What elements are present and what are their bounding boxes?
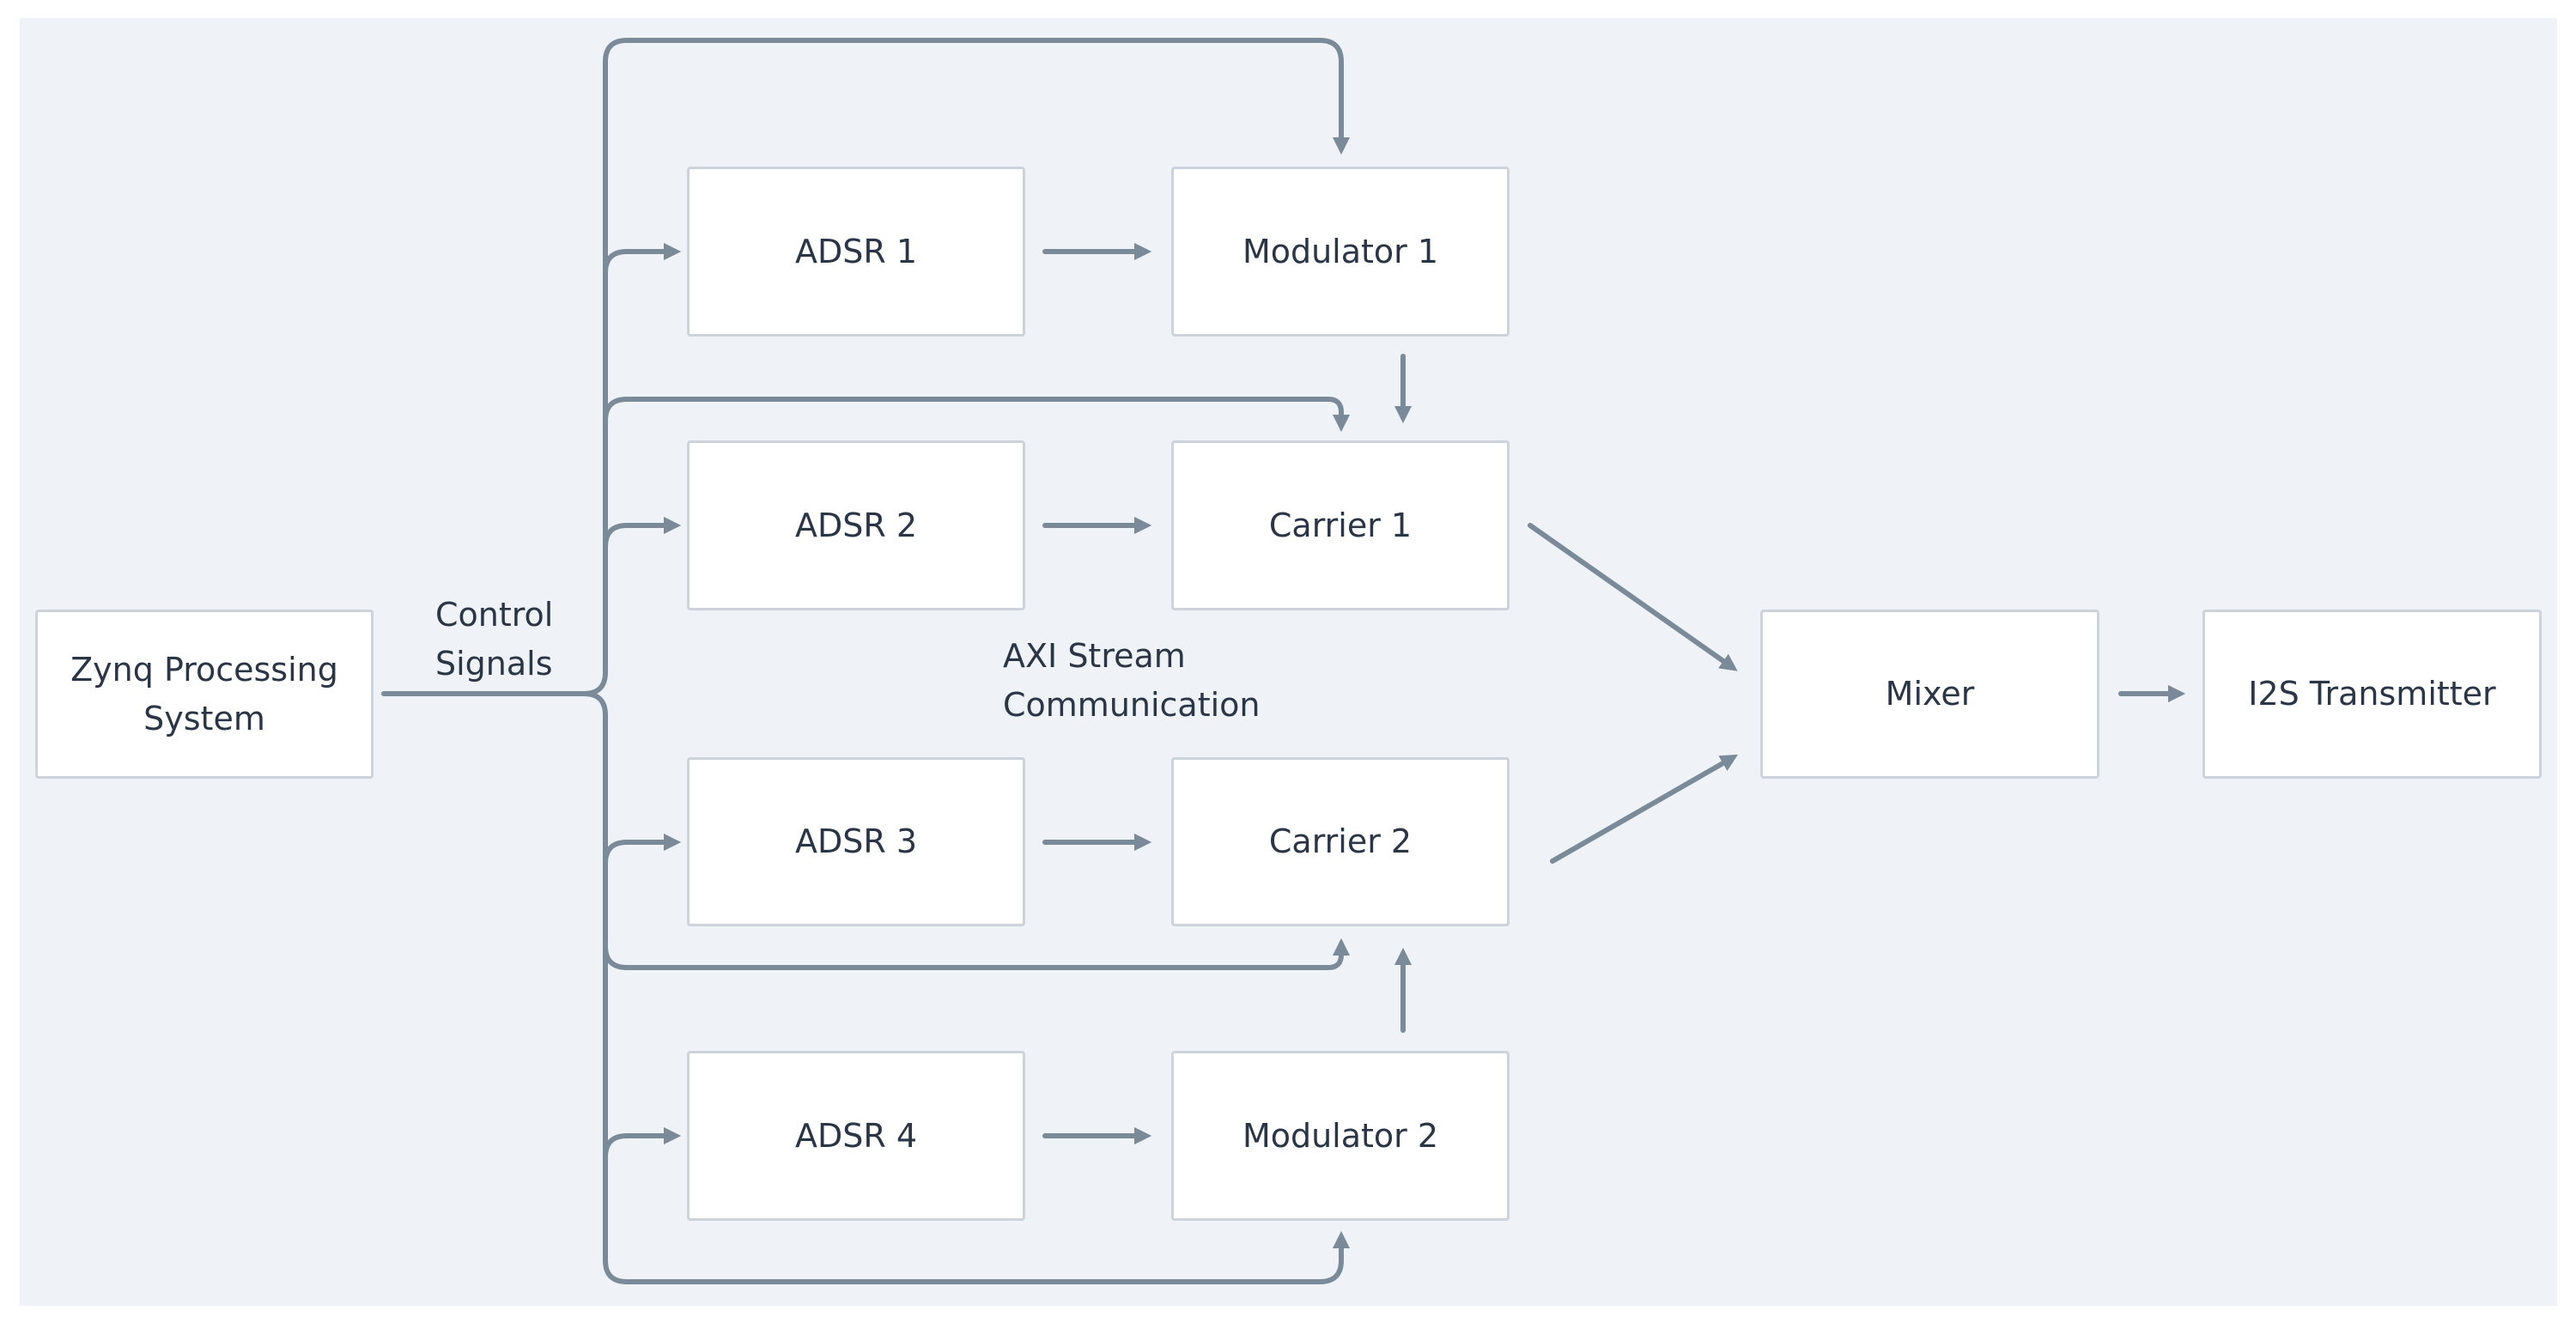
mixer-label: Mixer (1885, 675, 1975, 713)
adsr-2-label: ADSR 2 (794, 506, 918, 544)
mixer-node: Mixer (1760, 610, 2099, 779)
wire-bus-to-modulator-2 (624, 1230, 1351, 1284)
wire-control-bus (581, 38, 629, 696)
adsr-3-label: ADSR 3 (794, 822, 918, 860)
zynq-label-line-1: Zynq Processing (70, 650, 338, 689)
adsr-1-node: ADSR 1 (687, 167, 1025, 337)
zynq-label-line-2: System (143, 699, 265, 737)
modulator-1-node: Modulator 1 (1171, 167, 1510, 337)
carrier-1-node: Carrier 1 (1171, 440, 1510, 610)
wire-bus-to-carrier-1 (603, 397, 1351, 433)
adsr-2-node: ADSR 2 (687, 440, 1025, 610)
wire-bus-to-adsr-3 (603, 833, 682, 866)
carrier-1-label: Carrier 1 (1268, 506, 1413, 544)
modulator-2-node: Modulator 2 (1171, 1051, 1510, 1221)
wire-bus-to-modulator-1 (624, 38, 1351, 155)
wire-control-bus-lower (581, 691, 629, 1284)
adsr-3-node: ADSR 3 (687, 757, 1025, 926)
control-signals-line-1: Control (435, 596, 554, 634)
axi-stream-line-1: AXI Stream (1003, 637, 1186, 675)
wire-bus-to-adsr-4 (603, 1126, 682, 1160)
axi-stream-label: AXI Stream Communication (1003, 632, 1261, 730)
wire-bus-to-carrier-2 (603, 938, 1351, 970)
adsr-1-label: ADSR 1 (794, 232, 918, 270)
wire-carrier-1-to-mixer (1528, 523, 1738, 671)
modulator-1-label: Modulator 1 (1242, 232, 1439, 270)
adsr-4-label: ADSR 4 (794, 1116, 918, 1155)
wire-bus-to-adsr-1 (603, 242, 682, 276)
modulator-2-label: Modulator 2 (1242, 1116, 1439, 1155)
zynq-node-label: Zynq Processing System (70, 646, 338, 743)
carrier-2-label: Carrier 2 (1268, 822, 1413, 860)
adsr-4-node: ADSR 4 (687, 1051, 1025, 1221)
zynq-processing-system-node: Zynq Processing System (35, 610, 374, 779)
i2s-transmitter-label: I2S Transmitter (2248, 675, 2496, 713)
axi-stream-line-2: Communication (1003, 686, 1261, 724)
wire-bus-to-adsr-2 (603, 516, 682, 549)
control-signals-line-2: Signals (435, 645, 553, 683)
wire-carrier-2-to-mixer (1550, 754, 1739, 864)
carrier-2-node: Carrier 2 (1171, 757, 1510, 926)
control-signals-label: Control Signals (435, 591, 553, 689)
i2s-transmitter-node: I2S Transmitter (2202, 610, 2542, 779)
